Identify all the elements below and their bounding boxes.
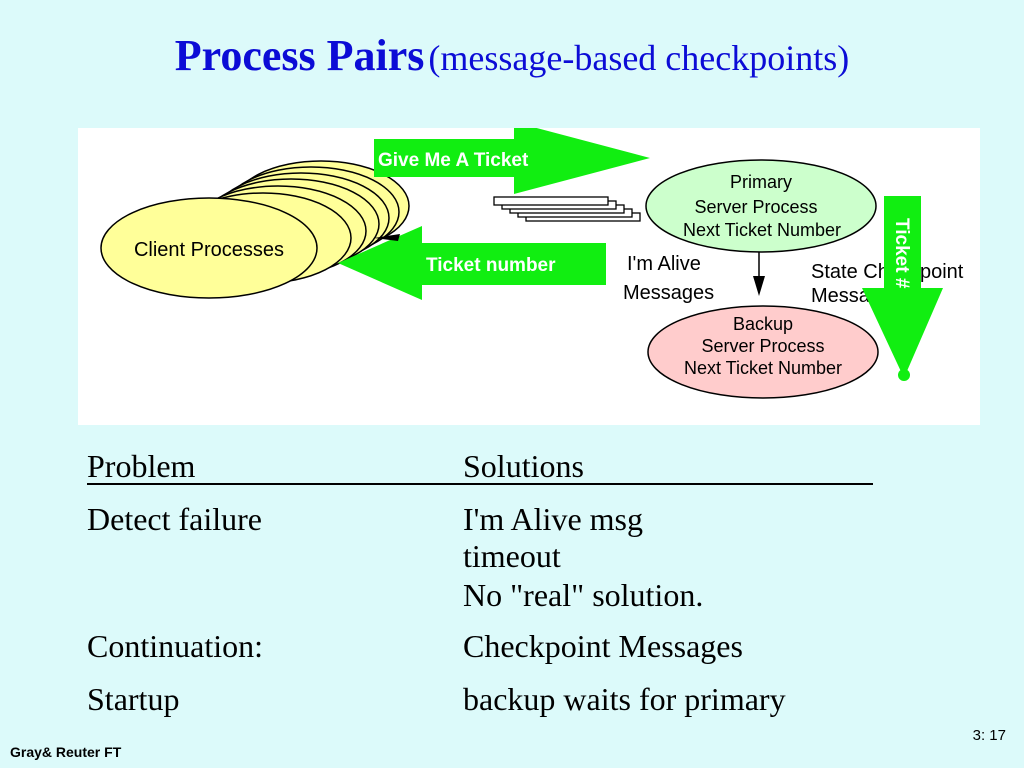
primary-server-ellipse bbox=[645, 159, 877, 253]
diagram-panel: Client Processes Give Me A Ticket Ticket… bbox=[78, 128, 980, 425]
client-processes-label: Client Processes bbox=[134, 239, 284, 261]
page-number: 3: 17 bbox=[972, 727, 1006, 744]
ticket-number-label: Ticket number bbox=[426, 255, 556, 276]
ticket-hash-arrow bbox=[862, 196, 943, 378]
title-subtitle: (message-based checkpoints) bbox=[428, 38, 850, 78]
solution-im-alive: I'm Alive msg bbox=[463, 501, 643, 537]
problem-continuation: Continuation: bbox=[87, 628, 263, 664]
im-alive-line1: I'm Alive bbox=[627, 253, 701, 275]
backup-line2: Server Process bbox=[701, 336, 824, 356]
client-process-ellipse bbox=[100, 197, 318, 299]
primary-line3: Next Ticket Number bbox=[683, 220, 841, 240]
slide-title: Process Pairs (message-based checkpoints… bbox=[0, 30, 1024, 81]
backup-server-ellipse bbox=[647, 305, 879, 399]
title-main: Process Pairs bbox=[174, 31, 425, 80]
client-process-stack bbox=[100, 160, 410, 299]
ticket-hash-label: Ticket # bbox=[891, 218, 912, 289]
solution-backup-waits: backup waits for primary bbox=[463, 681, 786, 717]
header-solutions: Solutions bbox=[463, 448, 584, 484]
arrow-tip-dot bbox=[898, 369, 910, 381]
primary-line1: Primary bbox=[730, 172, 792, 192]
header-underline bbox=[87, 483, 873, 485]
message-wedge-icon bbox=[374, 234, 400, 241]
primary-line2: Server Process bbox=[694, 197, 817, 217]
backup-line1: Backup bbox=[733, 314, 793, 334]
arrowhead-down-icon bbox=[753, 276, 765, 296]
ticket-number-arrow bbox=[338, 226, 606, 300]
solution-checkpoint: Checkpoint Messages bbox=[463, 628, 743, 664]
give-me-a-ticket-arrow bbox=[374, 128, 650, 194]
problem-startup: Startup bbox=[87, 681, 180, 717]
give-me-a-ticket-label: Give Me A Ticket bbox=[378, 150, 529, 171]
message-stack-icon bbox=[493, 196, 641, 222]
header-problem: Problem bbox=[87, 448, 196, 484]
solution-no-real: No "real" solution. bbox=[463, 577, 704, 613]
process-pairs-diagram: Client Processes Give Me A Ticket Ticket… bbox=[100, 128, 964, 399]
problem-detect-failure: Detect failure bbox=[87, 501, 262, 537]
backup-line3: Next Ticket Number bbox=[684, 358, 842, 378]
im-alive-line2: Messages bbox=[623, 282, 714, 304]
footer-credit: Gray& Reuter FT bbox=[10, 744, 122, 760]
solution-timeout: timeout bbox=[463, 538, 561, 574]
